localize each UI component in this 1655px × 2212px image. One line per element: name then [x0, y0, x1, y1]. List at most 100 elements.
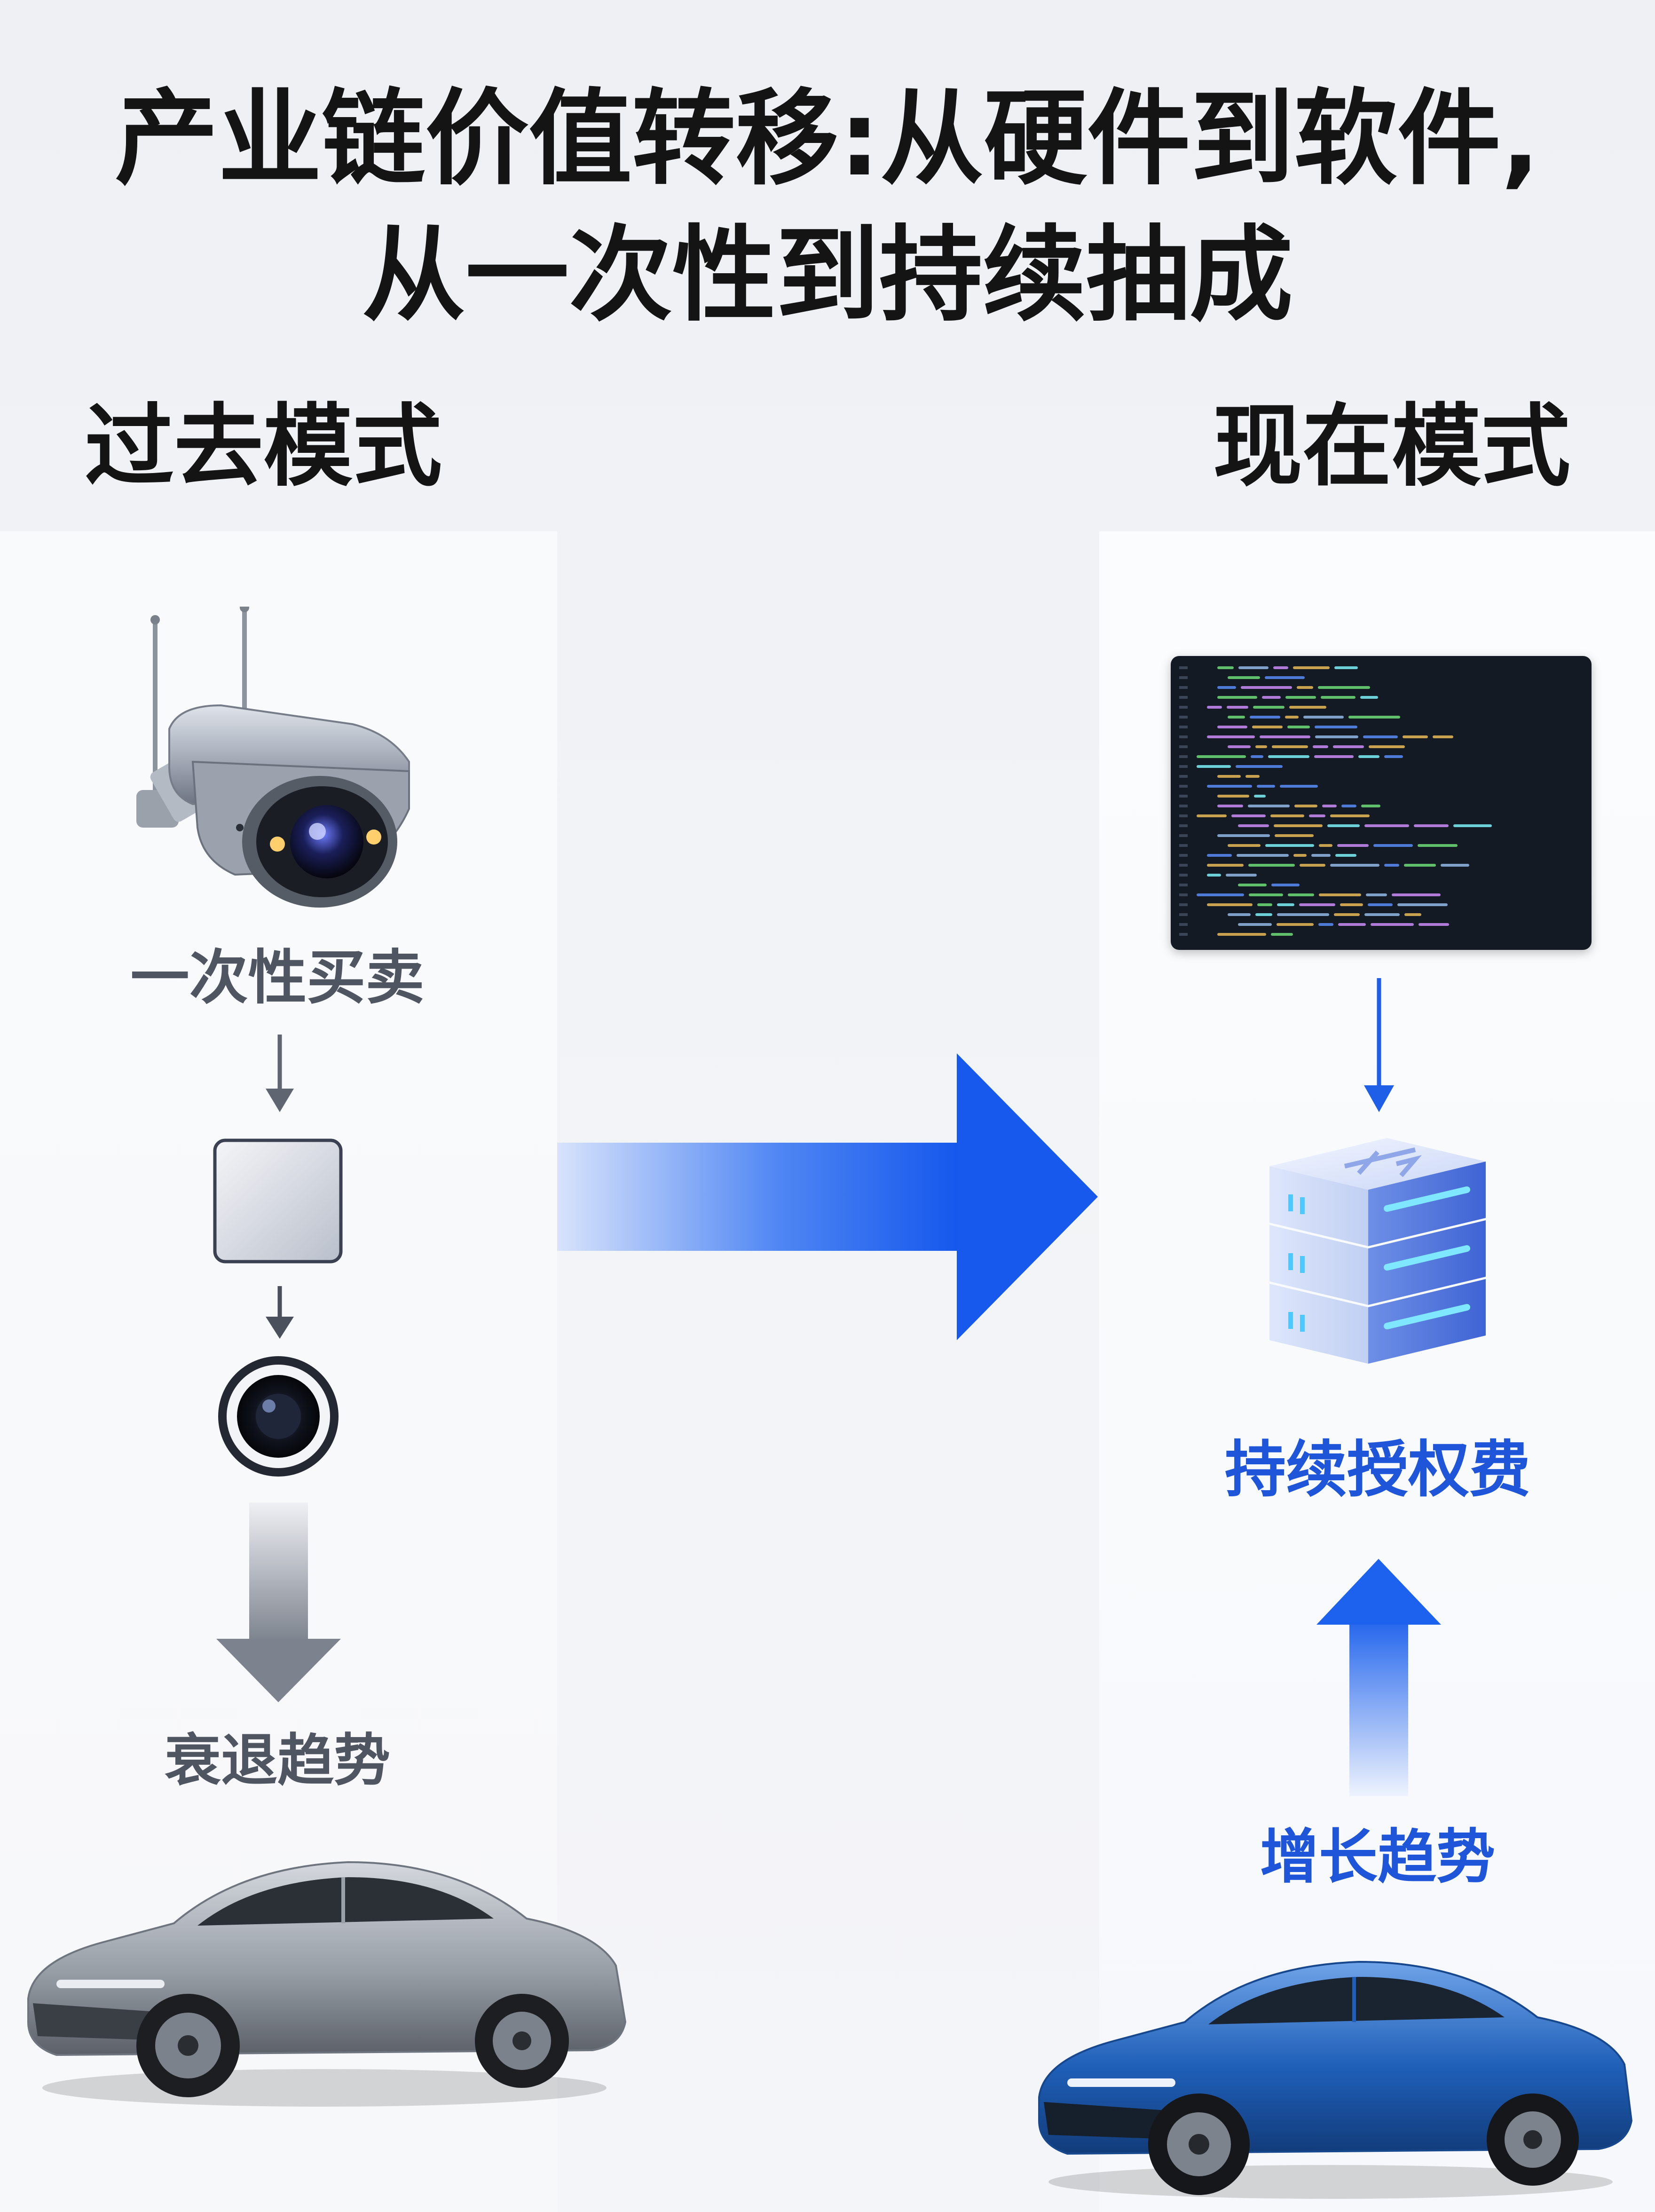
- code-token: [1285, 696, 1316, 699]
- code-token: [1197, 765, 1231, 768]
- code-token: [1318, 923, 1333, 926]
- code-token: [1341, 805, 1356, 807]
- code-token: [1277, 913, 1329, 916]
- code-token: [1288, 893, 1314, 896]
- one-time-sale-label: 一次性买卖: [130, 944, 425, 1012]
- code-token: [1207, 735, 1255, 738]
- code-token: [1287, 726, 1310, 728]
- code-token: [1207, 785, 1252, 788]
- page-title: 产业链价值转移:从硬件到软件, 从一次性到持续抽成: [0, 71, 1655, 343]
- code-token: [1251, 755, 1263, 758]
- code-line-number: [1179, 666, 1188, 669]
- code-token: [1293, 854, 1307, 857]
- code-token: [1217, 686, 1236, 689]
- code-token: [1255, 745, 1267, 748]
- code-token: [1228, 913, 1251, 916]
- code-token: [1248, 805, 1290, 807]
- code-token: [1314, 755, 1354, 758]
- code-line-number: [1179, 716, 1188, 719]
- code-token: [1231, 814, 1266, 817]
- chip-square-icon: [213, 1138, 343, 1264]
- code-line-number: [1179, 805, 1188, 807]
- code-token: [1236, 765, 1283, 768]
- code-token: [1217, 775, 1241, 778]
- code-token: [1226, 874, 1257, 877]
- camera-lens-icon: [218, 1356, 339, 1477]
- code-token: [1363, 735, 1398, 738]
- code-token: [1207, 706, 1222, 709]
- code-token: [1252, 726, 1283, 728]
- title-line-1: 产业链价值转移:从硬件到软件,: [115, 79, 1540, 199]
- code-token: [1418, 844, 1458, 847]
- code-line-number: [1179, 814, 1188, 817]
- code-line-number: [1179, 933, 1188, 936]
- arrow-down-icon: [1364, 978, 1394, 1112]
- code-token: [1217, 933, 1266, 936]
- arrow-down-icon: [266, 1286, 294, 1339]
- code-token: [1255, 913, 1272, 916]
- code-token: [1228, 844, 1261, 847]
- code-token: [1453, 824, 1492, 827]
- code-token: [1404, 864, 1436, 867]
- code-token: [1294, 805, 1317, 807]
- code-line-number: [1179, 785, 1188, 788]
- code-token: [1197, 814, 1227, 817]
- code-token: [1270, 814, 1304, 817]
- code-token: [1392, 893, 1441, 896]
- code-token: [1358, 755, 1379, 758]
- code-editor-icon: [1171, 656, 1592, 950]
- code-line-number: [1179, 745, 1188, 748]
- code-line-number: [1179, 864, 1188, 867]
- present-mode-heading: 现在模式: [1213, 395, 1570, 498]
- code-token: [1250, 716, 1280, 719]
- code-token: [1217, 726, 1247, 728]
- code-token: [1217, 795, 1249, 798]
- growth-trend-label: 增长趋势: [1260, 1823, 1495, 1891]
- code-token: [1404, 913, 1421, 916]
- code-token: [1207, 854, 1232, 857]
- growth-arrow-icon: [1316, 1559, 1441, 1796]
- code-token: [1277, 903, 1294, 906]
- code-token: [1364, 824, 1409, 827]
- code-line-number: [1179, 874, 1188, 877]
- code-line-number: [1179, 844, 1188, 847]
- code-token: [1265, 844, 1314, 847]
- code-token: [1364, 913, 1400, 916]
- code-token: [1384, 755, 1403, 758]
- code-token: [1217, 805, 1243, 807]
- code-token: [1313, 745, 1328, 748]
- code-token: [1248, 864, 1295, 867]
- code-token: [1321, 696, 1356, 699]
- past-mode-heading: 过去模式: [85, 395, 442, 498]
- code-token: [1207, 903, 1253, 906]
- code-line-number: [1179, 755, 1188, 758]
- code-token: [1361, 805, 1380, 807]
- code-token: [1257, 903, 1272, 906]
- code-token: [1299, 903, 1335, 906]
- code-line-number: [1179, 765, 1188, 768]
- code-token: [1315, 735, 1358, 738]
- code-line-number: [1179, 834, 1188, 837]
- code-token: [1217, 696, 1257, 699]
- code-token: [1257, 785, 1275, 788]
- code-token: [1293, 666, 1330, 669]
- code-token: [1271, 933, 1293, 936]
- code-token: [1322, 805, 1337, 807]
- code-token: [1254, 795, 1266, 798]
- code-token: [1260, 735, 1310, 738]
- code-line-number: [1179, 893, 1188, 896]
- code-token: [1340, 903, 1363, 906]
- arrow-down-icon: [266, 1035, 294, 1112]
- code-token: [1217, 834, 1270, 837]
- code-line-number: [1179, 824, 1188, 827]
- code-token: [1335, 854, 1356, 857]
- code-line-number: [1179, 903, 1188, 906]
- code-token: [1273, 666, 1288, 669]
- code-token: [1262, 696, 1281, 699]
- code-line-number: [1179, 884, 1188, 886]
- code-token: [1373, 844, 1413, 847]
- code-token: [1403, 735, 1428, 738]
- code-token: [1285, 716, 1299, 719]
- code-token: [1348, 716, 1400, 719]
- code-token: [1311, 854, 1331, 857]
